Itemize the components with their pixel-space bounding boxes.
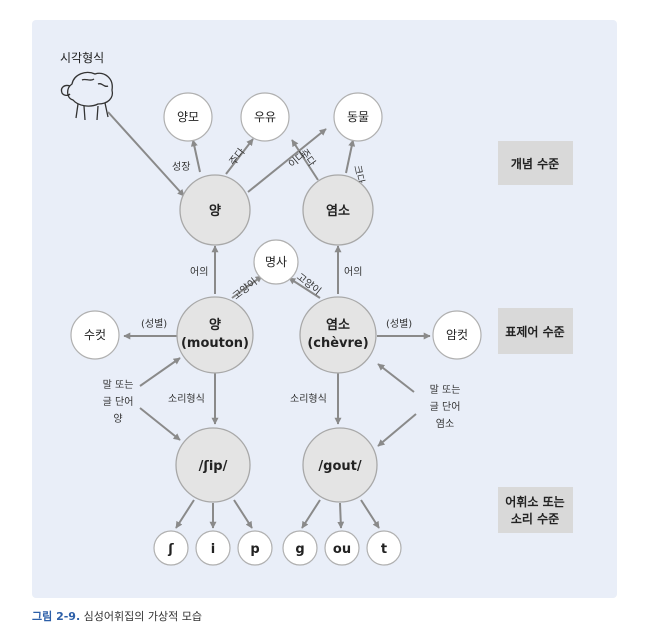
figure-caption: 그림 2-9. 심성어휘집의 가상적 모습 bbox=[32, 608, 202, 624]
phoneme-left-2-label: i bbox=[211, 542, 215, 557]
node-milk-label: 우유 bbox=[254, 110, 276, 124]
arrow-yang-noun bbox=[231, 275, 263, 299]
node-lemma-goat-line2: (chèvre) bbox=[307, 336, 368, 351]
phoneme-left-1 bbox=[153, 530, 189, 566]
level-concept-label: 개념 수준 bbox=[511, 156, 559, 171]
level-lexeme-box bbox=[498, 487, 573, 533]
node-animal-label: 동물 bbox=[347, 110, 369, 124]
level-concept-box bbox=[498, 141, 573, 185]
edge-label-sound-right: 소리형식 bbox=[290, 393, 327, 405]
level-lemma-box bbox=[498, 308, 573, 354]
node-noun-label: 명사 bbox=[265, 255, 287, 269]
word-input-left-line3: 양 bbox=[113, 413, 122, 425]
arrow-phon-right-3 bbox=[360, 499, 380, 529]
arrow-yang-yangmo bbox=[190, 139, 201, 173]
node-concept-sheep bbox=[179, 174, 251, 246]
arrow-visual-to-yang bbox=[107, 111, 185, 197]
arrow-word-right-to-lemma bbox=[377, 363, 415, 393]
visual-form-label: 시각형식 bbox=[60, 51, 104, 65]
word-input-right-line3: 염소 bbox=[436, 418, 454, 430]
arrow-yang-uyu bbox=[225, 138, 254, 175]
arrow-phon-left-3 bbox=[233, 499, 253, 529]
phoneme-left-2 bbox=[195, 530, 231, 566]
node-phon-sheep bbox=[175, 427, 251, 503]
node-male bbox=[70, 310, 120, 360]
arrow-phon-right-1 bbox=[301, 499, 321, 529]
edge-label-meaning-left: 어의 bbox=[190, 266, 208, 278]
word-input-right-line2: 글 단어 bbox=[430, 401, 461, 413]
level-lexeme-line1: 어휘소 또는 bbox=[505, 494, 564, 509]
node-concept-goat bbox=[302, 174, 374, 246]
node-lemma-sheep bbox=[176, 296, 254, 374]
node-phon-goat bbox=[302, 427, 378, 503]
arrow-word-left-to-lemma bbox=[139, 357, 181, 387]
phoneme-left-1-label: ʃ bbox=[167, 542, 174, 557]
node-lemma-goat-line1: 염소 bbox=[326, 317, 350, 333]
phoneme-right-1-label: g bbox=[295, 542, 304, 557]
node-lemma-sheep-line2: (mouton) bbox=[181, 336, 249, 351]
level-lexeme-line2: 소리 수준 bbox=[511, 511, 559, 526]
phoneme-right-1 bbox=[282, 530, 318, 566]
node-noun bbox=[253, 239, 299, 285]
figure-caption-text: 심성어휘집의 가상적 모습 bbox=[80, 610, 202, 623]
edge-label-gender-left: (성별) bbox=[141, 318, 167, 330]
sheep-sketch-icon bbox=[60, 71, 114, 121]
phoneme-right-2-label: ou bbox=[333, 542, 351, 557]
level-lemma-label: 표제어 수준 bbox=[505, 324, 564, 339]
edge-label-cat-left: 고양이 bbox=[230, 276, 259, 302]
node-concept-sheep-label: 양 bbox=[209, 204, 221, 219]
edge-label-gender-right: (성별) bbox=[386, 318, 412, 330]
arrow-phon-left-1 bbox=[175, 499, 195, 529]
phoneme-right-3-label: t bbox=[381, 542, 387, 557]
phoneme-right-3 bbox=[366, 530, 402, 566]
edge-label-sound-left: 소리형식 bbox=[168, 393, 205, 405]
word-input-right-line1: 말 또는 bbox=[430, 384, 461, 396]
arrow-yeomso-uyu bbox=[291, 139, 319, 181]
node-wool bbox=[163, 92, 213, 142]
edge-label-meaning-right: 어의 bbox=[344, 266, 362, 278]
word-input-left-line2: 글 단어 bbox=[103, 396, 134, 408]
figure-number: 그림 2-9. bbox=[32, 610, 81, 623]
node-animal bbox=[333, 92, 383, 142]
node-female-label: 암컷 bbox=[446, 328, 468, 342]
phoneme-left-3 bbox=[237, 530, 273, 566]
node-lemma-goat bbox=[299, 296, 377, 374]
node-male-label: 수컷 bbox=[84, 328, 106, 342]
phoneme-left-3-label: p bbox=[250, 542, 259, 557]
arrow-word-right-to-phon bbox=[377, 413, 417, 447]
node-phon-sheep-label: /ʃip/ bbox=[199, 459, 228, 474]
node-concept-goat-label: 염소 bbox=[326, 203, 350, 219]
node-milk bbox=[240, 92, 290, 142]
arrow-yang-dongmul bbox=[247, 128, 327, 193]
arrow-word-left-to-phon bbox=[139, 407, 181, 441]
arrow-yeomso-dongmul bbox=[345, 139, 356, 174]
word-input-left-line1: 말 또는 bbox=[103, 379, 134, 391]
node-female bbox=[432, 310, 482, 360]
arrow-phon-right-2 bbox=[337, 502, 345, 529]
arrow-yeomso-noun bbox=[288, 277, 321, 299]
node-phon-goat-label: /gout/ bbox=[318, 459, 361, 474]
phoneme-right-2 bbox=[324, 530, 360, 566]
node-lemma-sheep-line1: 양 bbox=[209, 318, 221, 333]
edge-label-growth: 성장 bbox=[172, 161, 190, 173]
node-wool-label: 양모 bbox=[177, 110, 199, 124]
